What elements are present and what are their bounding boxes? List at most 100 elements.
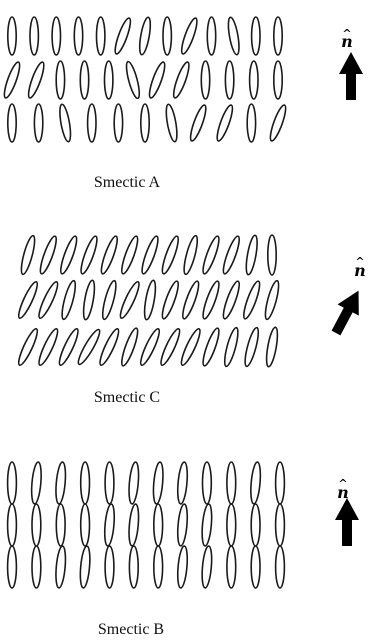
molecule	[56, 327, 81, 367]
molecule	[56, 504, 65, 546]
molecule	[16, 327, 41, 367]
molecule	[268, 235, 276, 275]
molecule	[176, 546, 188, 589]
molecule	[80, 61, 88, 99]
smectic-b-panel: Smectic B ^ n	[8, 462, 359, 638]
molecule	[201, 504, 213, 547]
molecule	[8, 104, 16, 142]
molecule	[163, 17, 171, 55]
molecule	[164, 104, 179, 143]
molecule	[244, 235, 259, 276]
molecule	[201, 546, 213, 589]
molecule	[207, 17, 215, 55]
molecule	[160, 235, 182, 275]
molecule	[103, 504, 115, 547]
molecule	[226, 17, 241, 56]
molecule	[200, 327, 222, 367]
smectic-c-panel: Smectic C ^ n	[16, 235, 368, 406]
smectic-a-caption: Smectic A	[94, 174, 161, 191]
molecule	[274, 17, 282, 55]
molecule	[179, 17, 200, 56]
molecule	[75, 328, 102, 367]
molecule	[176, 504, 188, 547]
molecule	[160, 280, 182, 320]
molecule	[81, 504, 90, 546]
molecule	[112, 17, 133, 56]
molecule	[105, 462, 114, 504]
molecule	[16, 280, 41, 320]
molecule	[117, 280, 142, 320]
molecule	[139, 235, 161, 275]
molecule	[158, 327, 183, 367]
molecule	[128, 462, 140, 505]
smectic-b-molecules	[8, 462, 285, 589]
molecule	[81, 462, 90, 504]
molecule	[276, 462, 285, 504]
molecule	[200, 235, 222, 275]
molecule	[147, 61, 168, 100]
molecule	[105, 546, 114, 588]
molecule	[8, 462, 17, 504]
molecule	[138, 17, 153, 56]
molecule	[52, 17, 60, 55]
molecule	[32, 546, 41, 588]
molecule	[268, 104, 289, 143]
molecule	[128, 504, 140, 547]
molecule	[252, 17, 260, 55]
molecule	[242, 327, 260, 368]
molecule	[26, 61, 47, 100]
smectic-a-molecules	[2, 17, 289, 143]
molecule	[251, 546, 260, 588]
molecule	[222, 327, 240, 368]
molecule	[19, 235, 37, 276]
molecule	[81, 280, 96, 321]
molecule	[276, 546, 285, 588]
molecule	[142, 280, 157, 321]
smectic-c-caption: Smectic C	[94, 389, 160, 406]
molecule	[241, 280, 263, 320]
smectic-b-caption: Smectic B	[98, 621, 164, 638]
molecule	[214, 104, 235, 143]
smectic-b-director-arrow	[335, 498, 359, 546]
molecule	[30, 17, 38, 55]
molecule	[171, 61, 192, 100]
smectic-a-director-label: n	[341, 32, 353, 51]
molecule	[114, 104, 122, 142]
molecule	[99, 235, 121, 275]
molecule	[141, 104, 149, 142]
molecule	[88, 104, 96, 142]
molecule	[200, 280, 222, 320]
molecule	[56, 61, 64, 99]
smectic-a-panel: Smectic A ^ n	[2, 17, 363, 191]
molecule	[74, 17, 82, 55]
molecule	[152, 462, 164, 505]
molecule	[97, 327, 122, 367]
molecule	[36, 280, 61, 320]
molecule	[100, 280, 118, 321]
molecule	[54, 462, 66, 505]
molecule	[105, 61, 113, 99]
molecule	[58, 235, 80, 275]
molecule	[225, 61, 233, 99]
molecule	[249, 462, 261, 505]
molecule	[129, 546, 138, 588]
molecule	[78, 235, 100, 275]
molecule	[138, 327, 163, 367]
molecule	[58, 104, 73, 143]
molecule	[227, 504, 236, 546]
molecule	[250, 61, 258, 99]
molecule	[38, 235, 60, 275]
molecule	[276, 504, 285, 546]
molecule	[251, 504, 260, 546]
molecule	[36, 327, 61, 367]
smectic-c-director-arrow	[325, 285, 368, 339]
molecule	[34, 104, 42, 142]
molecule	[154, 504, 163, 546]
molecule	[119, 327, 141, 367]
molecule	[124, 61, 142, 100]
molecule	[59, 280, 77, 321]
molecule	[247, 104, 255, 142]
molecule	[274, 61, 282, 99]
smectic-c-director-label: n	[354, 261, 366, 280]
molecule	[32, 504, 41, 546]
